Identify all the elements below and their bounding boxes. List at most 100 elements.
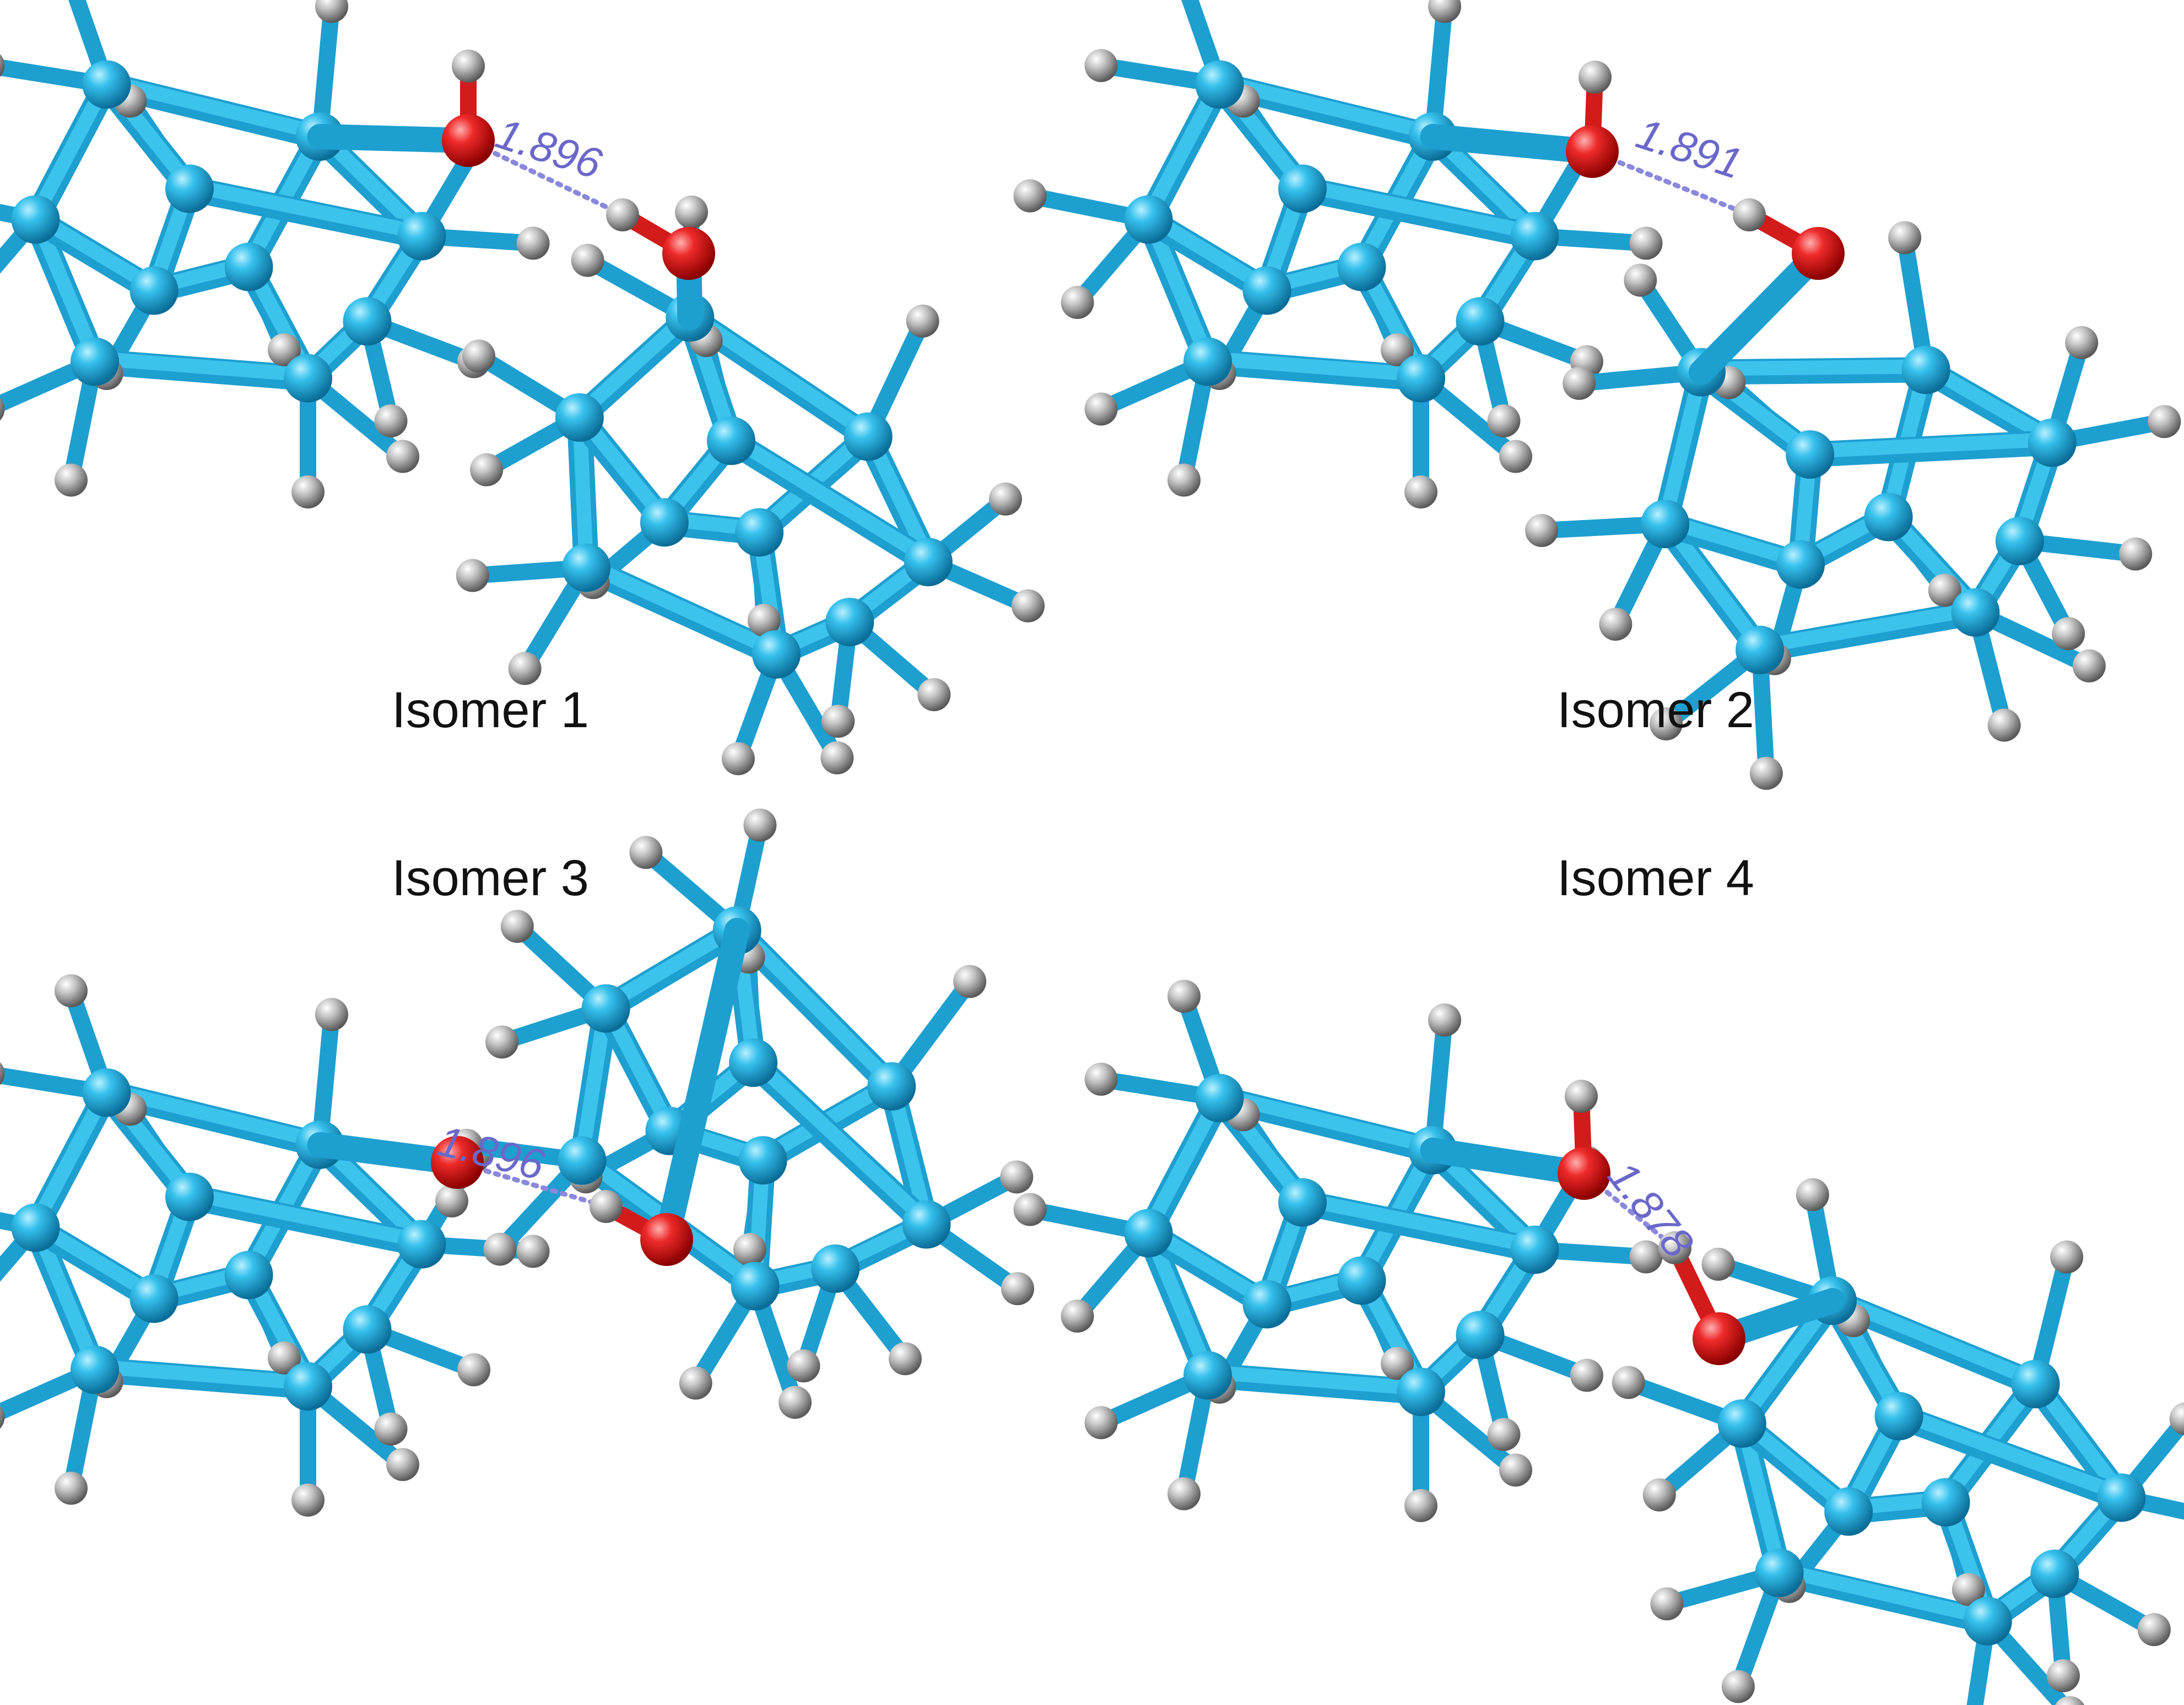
cc-bond-highlight: [1295, 178, 1542, 240]
carbon-atom: [1124, 195, 1173, 244]
hydrogen-atom: [0, 397, 5, 421]
hydrogen-atom: [1061, 1300, 1094, 1333]
carbon-atom: [82, 1068, 131, 1117]
hydrogen-atom: [374, 1412, 408, 1446]
carbon-atom: [1864, 492, 1913, 542]
carbon-atom: [1963, 1596, 2012, 1646]
hydrogen-atom: [743, 808, 777, 842]
hydrogen-atom: [2169, 1402, 2184, 1436]
carbon-atom: [729, 1038, 778, 1087]
hydrogen-atom: [2065, 326, 2099, 359]
isomer-4-label: Isomer 4: [1557, 850, 1754, 906]
isomer-1-model: [0, 0, 1045, 776]
cc-bond-highlight: [1201, 1365, 1428, 1396]
isomer-2-hydroxyl-left: [1420, 61, 1619, 178]
carbon-atom: [1901, 345, 1950, 394]
hydrogen-atom: [1928, 573, 1961, 607]
carbon-atom: [1456, 297, 1505, 346]
carbon-atom: [581, 984, 630, 1033]
carbon-atom: [1995, 517, 2044, 566]
hydrogen-atom: [2052, 617, 2085, 651]
hydroxyl-hydrogen-atom: [1565, 1080, 1598, 1113]
carbon-atom: [902, 1200, 951, 1249]
isomer-4-hydroxyl-right: [1658, 1231, 1845, 1365]
cc-bond-highlight: [1694, 359, 1933, 376]
hydrogen-atom: [508, 652, 542, 685]
carbon-atom: [1337, 1256, 1386, 1305]
hydrogen-atom: [483, 1232, 517, 1266]
carbon-atom: [1124, 1209, 1173, 1258]
carbon-atom: [555, 393, 604, 442]
hydrogen-atom: [821, 705, 855, 738]
isomer-2-model: [1013, 0, 2181, 790]
hydrogen-atom: [55, 463, 88, 497]
carbon-atom: [1397, 354, 1445, 403]
hydrogen-atom: [1084, 49, 1118, 82]
cc-bond-highlight: [724, 430, 936, 566]
hydroxyl-hydrogen-atom: [606, 198, 639, 231]
hydrogen-atom: [291, 475, 325, 508]
hydrogen-atom: [268, 333, 301, 366]
hydrogen-atom: [315, 0, 348, 23]
hydrogen-atom: [55, 974, 88, 1008]
carbon-atom: [1337, 242, 1386, 291]
hydrogen-atom: [1499, 1453, 1532, 1487]
carbon-atom: [343, 1305, 392, 1354]
isomer-3-hydrogen-bond: [455, 1160, 609, 1209]
hydrogen-atom: [629, 836, 663, 869]
hydrogen-atom: [1749, 756, 1783, 790]
cc-bond-highlight: [182, 1186, 429, 1248]
hydrogen-atom: [1487, 404, 1521, 437]
carbon-atom: [735, 508, 784, 557]
carbon-atom: [1824, 1487, 1873, 1536]
cc-bond-highlight: [579, 557, 784, 658]
carbon-atom: [562, 543, 611, 592]
hydrogen-atom: [1650, 707, 1683, 741]
carbon-atom: [1397, 1367, 1445, 1416]
hydrogen-atom: [315, 998, 348, 1031]
hydroxyl-hydrogen-atom: [1658, 1231, 1691, 1264]
carbon-atom: [129, 266, 179, 315]
hydrogen-atom: [268, 1341, 301, 1374]
isomer-labels: Isomer 1 Isomer 2 Isomer 3 Isomer 4: [392, 682, 1754, 906]
hydrogen-atom: [1428, 0, 1461, 23]
carbon-atom: [731, 1262, 780, 1311]
carbon-atom: [1641, 500, 1690, 549]
carbon-atom: [2028, 418, 2077, 467]
oxygen-atom: [442, 114, 495, 167]
hbond-distance-isomer-1: 1.896: [490, 109, 608, 188]
isomer-4-hydroxyl-left: [1420, 1080, 1610, 1200]
hydrogen-atom: [733, 1233, 766, 1266]
isomer-1-adamantane-right: [456, 195, 1045, 776]
hydrogen-atom: [500, 910, 534, 943]
carbon-atom: [1717, 1399, 1766, 1448]
isomer-3-label: Isomer 3: [392, 850, 589, 906]
hydrogen-atom: [1563, 366, 1596, 400]
isomer-1-hydroxyl-left: [307, 50, 495, 167]
hydrogen-atom: [1487, 1418, 1521, 1451]
hydrogen-atom: [291, 1484, 325, 1517]
isomer-3-adamantane-left: [0, 974, 550, 1517]
hydrogen-atom: [1381, 1347, 1414, 1380]
cc-bond-highlight: [1201, 351, 1428, 382]
hydrogen-atom: [747, 604, 781, 637]
cc-bond-highlight: [1753, 602, 1983, 654]
hydroxyl-hydrogen-atom: [1578, 61, 1612, 94]
hydrogen-atom: [820, 741, 854, 775]
carbon-atom: [844, 412, 893, 461]
isomer-1-label: Isomer 1: [392, 682, 589, 738]
carbon-atom: [165, 164, 214, 213]
carbon-atom: [1456, 1311, 1505, 1360]
carbon-atom: [752, 630, 801, 679]
carbon-atom: [82, 60, 131, 109]
hydrogen-atom: [679, 1366, 712, 1400]
hydrogen-atom: [1599, 608, 1632, 641]
hydrogen-atom: [0, 1405, 5, 1429]
hydrogen-atom: [516, 226, 550, 260]
carbon-atom: [558, 1136, 607, 1185]
carbon-atom: [867, 1062, 916, 1111]
carbon-atom: [284, 354, 332, 403]
carbon-atom: [11, 195, 60, 244]
